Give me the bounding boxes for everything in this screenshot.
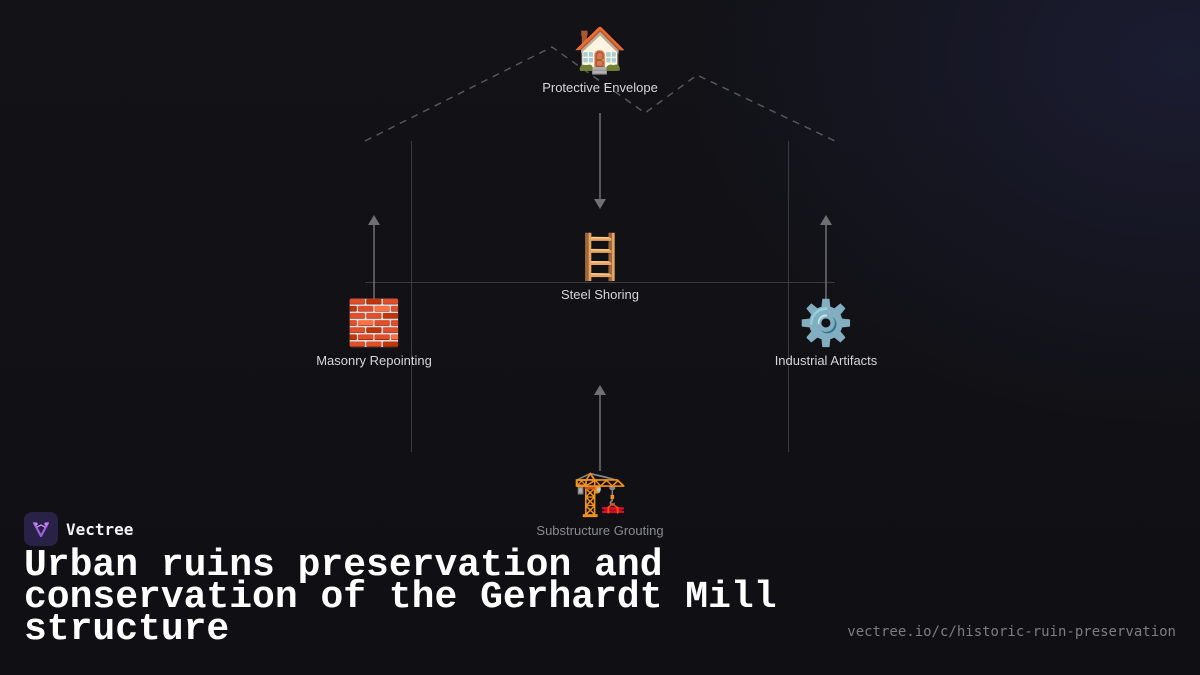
brick-icon: 🧱 [346, 298, 402, 349]
node-label: Steel Shoring [560, 287, 640, 302]
node-substructure-grouting: 🏗️ Substructure Grouting [536, 468, 664, 539]
node-label: Protective Envelope [542, 80, 658, 95]
node-industrial-artifacts: ⚙️ Industrial Artifacts [774, 298, 878, 369]
brand-name: Vectree [66, 519, 134, 539]
house-icon: 🏠 [572, 25, 628, 76]
brand: Vectree [24, 512, 133, 546]
crane-icon: 🏗️ [572, 468, 628, 519]
page-title: Urban ruins preservation and conservatio… [24, 544, 777, 651]
node-label: Substructure Grouting [536, 523, 664, 538]
node-masonry-repointing: 🧱 Masonry Repointing [316, 298, 432, 369]
vectree-logo-icon [24, 512, 58, 546]
node-steel-shoring: 🪜 Steel Shoring [560, 232, 640, 303]
node-label: Masonry Repointing [316, 353, 432, 368]
node-protective-envelope: 🏠 Protective Envelope [542, 25, 658, 96]
node-label: Industrial Artifacts [774, 353, 878, 368]
source-url: vectree.io/c/historic-ruin-preservation [847, 624, 1176, 640]
gear-icon: ⚙️ [798, 298, 854, 349]
ladder-icon: 🪜 [572, 232, 628, 283]
